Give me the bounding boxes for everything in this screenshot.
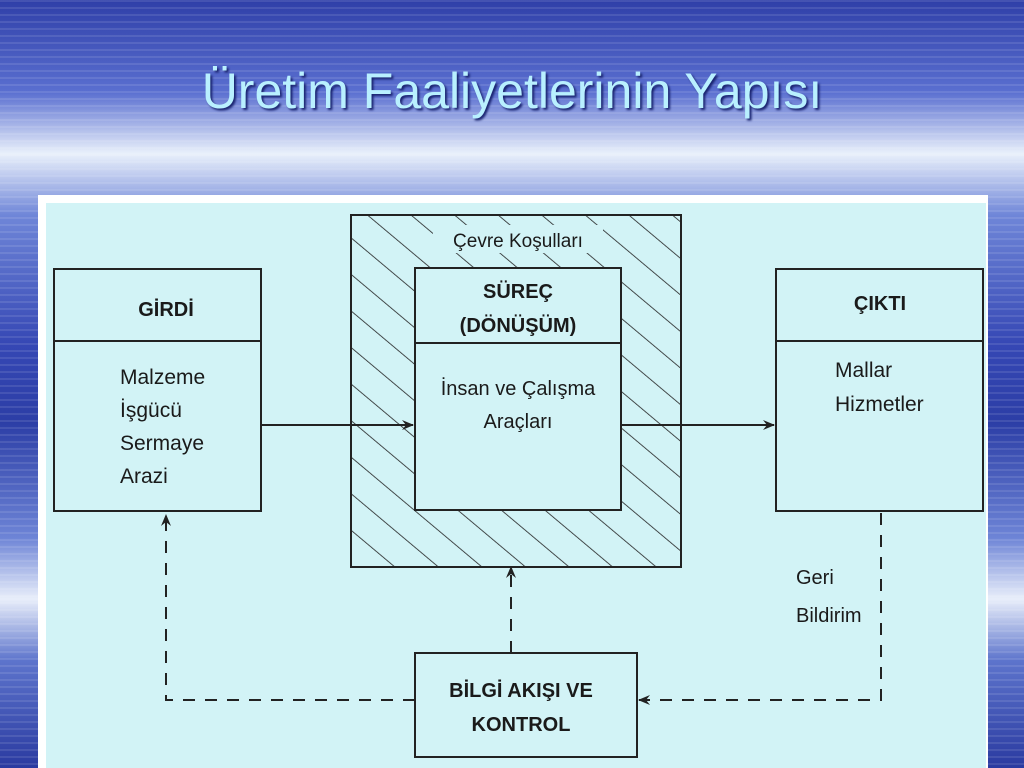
diagram-panel: Çevre Koşulları SÜREÇ (DÖNÜŞÜM) İnsan ve… (38, 195, 988, 768)
feedback-output-to-control (638, 513, 882, 705)
output-item-1: Mallar (835, 359, 892, 382)
input-item-4: Arazi (120, 465, 168, 488)
control-line1: BİLGİ AKIŞI VE (449, 679, 593, 702)
input-item-2: İşgücü (120, 399, 182, 422)
output-header: ÇIKTI (854, 293, 906, 315)
process-box (414, 267, 622, 511)
output-box (775, 268, 984, 512)
feedback-label-line2: Bildirim (796, 605, 862, 627)
output-item-2: Hizmetler (835, 393, 924, 416)
input-item-1: Malzeme (120, 366, 205, 389)
feedback-label-line1: Geri (796, 567, 834, 589)
environment-label-bg (433, 225, 603, 253)
input-header: GİRDİ (138, 298, 194, 321)
control-to-input-arrow (161, 514, 415, 701)
control-box (414, 652, 638, 758)
process-body-line2: Araçları (484, 411, 553, 433)
environment-label: Çevre Koşulları (453, 231, 583, 252)
slide-title: Üretim Faaliyetlerinin Yapısı (201, 63, 823, 119)
production-diagram: Çevre Koşulları SÜREÇ (DÖNÜŞÜM) İnsan ve… (46, 203, 986, 768)
process-header-line1: SÜREÇ (483, 280, 553, 303)
process-body-line1: İnsan ve Çalışma (441, 377, 596, 400)
input-item-3: Sermaye (120, 432, 204, 455)
input-box (53, 268, 262, 512)
process-header-line2: (DÖNÜŞÜM) (460, 314, 577, 337)
control-line2: KONTROL (472, 714, 571, 736)
